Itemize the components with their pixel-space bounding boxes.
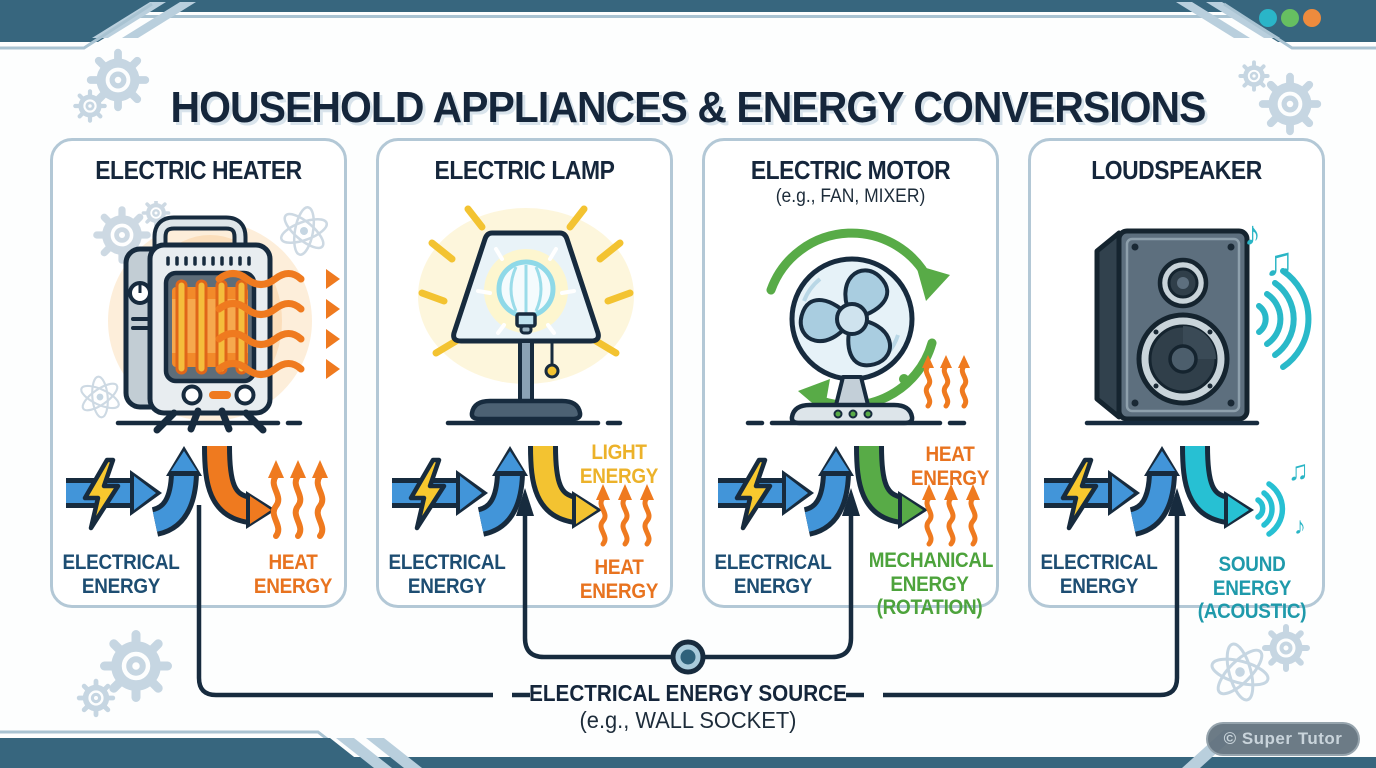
sound-waves-icon <box>1256 268 1312 370</box>
energy-source-label: ELECTRICAL ENERGY SOURCE <box>529 680 847 706</box>
panel-title: ELECTRIC MOTOR <box>750 155 951 185</box>
top-left-band-corner <box>0 0 196 50</box>
heat-output-arrow <box>202 445 276 529</box>
window-dots-icon <box>1259 9 1321 27</box>
electrical-input-arrow <box>66 446 202 537</box>
heat-flow-arrows-icon <box>215 270 305 378</box>
panel-subtitle: (e.g., FAN, MIXER) <box>775 186 926 207</box>
sound-output-arrow <box>1180 445 1254 529</box>
lightning-bolt-icon <box>734 457 773 531</box>
input-energy-label: ELECTRICAL ENERGY <box>62 551 180 598</box>
top-band-underline <box>0 15 1376 18</box>
electrical-input-arrow <box>392 446 528 537</box>
output-energy-label: LIGHT ENERGY <box>579 441 659 488</box>
heat-waves-icon <box>923 363 969 409</box>
panel-electric-lamp: ELECTRIC LAMP <box>376 138 673 608</box>
heat-waves-icon <box>270 473 326 539</box>
top-right-band-corner <box>1176 0 1376 50</box>
music-note-icon: ♫ <box>1264 240 1294 284</box>
electrical-input-arrow <box>1044 446 1180 537</box>
lightning-bolt-icon <box>1060 457 1099 531</box>
lightning-bolt-icon <box>408 457 447 531</box>
energy-source-sublabel: (e.g., WALL SOCKET) <box>579 707 797 733</box>
music-note-icon: ♫ <box>1288 455 1309 486</box>
bottom-left-band-corner <box>0 730 422 768</box>
panel-electric-motor: ELECTRIC MOTOR (e.g., FAN, MIXER) <box>702 138 999 619</box>
lamp-icon <box>418 205 634 426</box>
output-energy-label: HEAT ENERGY <box>579 556 659 603</box>
light-output-arrow <box>528 445 602 529</box>
input-energy-label: ELECTRICAL ENERGY <box>714 551 832 598</box>
light-rays-icon <box>418 205 634 357</box>
panel-title: ELECTRIC HEATER <box>95 155 302 185</box>
fan-icon <box>745 228 970 426</box>
bottom-band <box>0 757 1376 768</box>
watermark-badge: © Super Tutor <box>1206 722 1360 756</box>
page-title: HOUSEHOLD APPLIANCES & ENERGY CONVERSION… <box>170 83 1206 133</box>
heat-waves-icon <box>598 495 652 547</box>
input-energy-label: ELECTRICAL ENERGY <box>1040 551 1158 598</box>
output-energy-label: HEAT ENERGY <box>253 551 333 598</box>
lightning-bolt-icon <box>82 457 121 531</box>
heat-waves-icon <box>924 495 978 547</box>
music-note-icon: ♪ <box>1244 215 1261 253</box>
panel-electric-heater: ELECTRIC HEATER <box>50 138 347 608</box>
energy-conversion-arrows: ♫ ♪ <box>1044 445 1309 540</box>
panel-title: LOUDSPEAKER <box>1091 155 1262 185</box>
panel-title: ELECTRIC LAMP <box>434 155 615 185</box>
output-energy-label: HEAT ENERGY <box>910 443 990 490</box>
output-energy-label: SOUND ENERGY (ACOUSTIC) <box>1197 553 1307 624</box>
music-note-icon: ♪ <box>1294 513 1306 540</box>
electrical-input-arrow <box>718 446 854 537</box>
input-energy-label: ELECTRICAL ENERGY <box>388 551 506 598</box>
speaker-icon: ♪ ♫ <box>1084 215 1312 426</box>
junction-node-icon <box>670 639 706 675</box>
energy-conversion-arrows <box>66 445 328 539</box>
sound-waves-icon <box>1255 481 1286 537</box>
output-energy-label: MECHANICAL ENERGY (ROTATION) <box>868 549 994 620</box>
heater-icon <box>71 201 340 434</box>
panel-loudspeaker: LOUDSPEAKER <box>1028 138 1325 623</box>
top-band <box>0 0 1376 12</box>
